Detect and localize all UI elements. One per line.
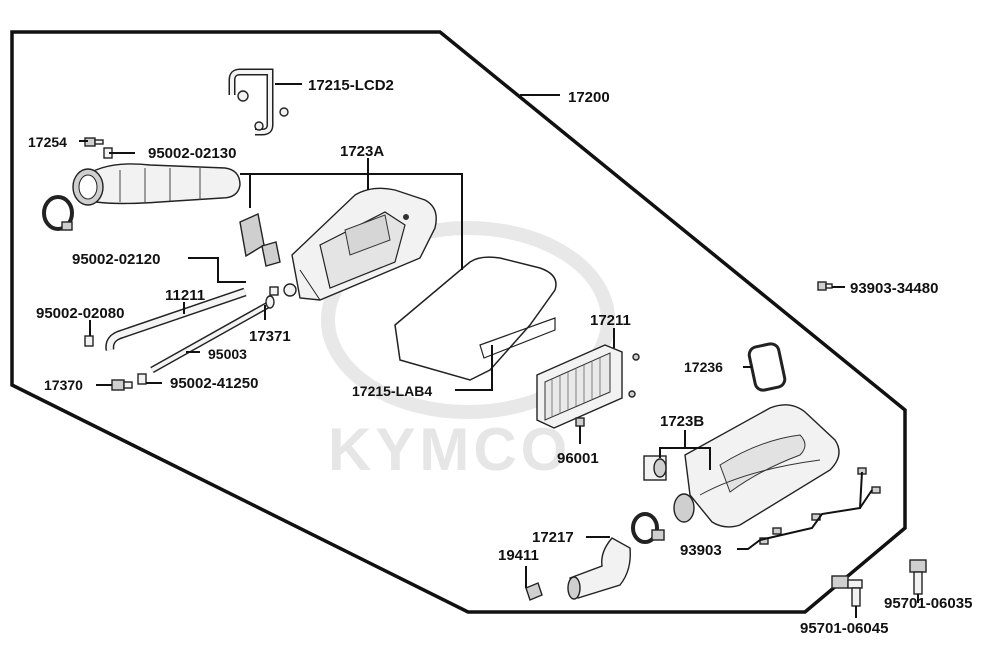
label-17200: 17200 (568, 89, 610, 106)
label-17254: 17254 (28, 134, 67, 150)
label-96001: 96001 (557, 450, 599, 467)
label-95701-06045: 95701-06045 (800, 620, 888, 637)
label-1723a: 1723A (340, 143, 384, 160)
label-93903-34480: 93903-34480 (850, 280, 938, 297)
label-11211: 11211 (165, 287, 205, 304)
label-93903: 93903 (680, 542, 722, 559)
part-labels: 17200 17215-LCD2 17254 95002-02130 1723A… (28, 77, 972, 637)
label-95003: 95003 (208, 346, 247, 362)
seal-piece-small-part (261, 241, 281, 267)
case-cover-1723b-part (673, 404, 840, 528)
label-19411: 19411 (498, 547, 539, 564)
seal-piece-part (239, 213, 265, 258)
leader-lines (79, 83, 919, 618)
intake-duct-part (72, 163, 241, 206)
label-17370: 17370 (44, 377, 83, 393)
label-95002-41250: 95002-41250 (170, 375, 258, 392)
elbow-hose-part (567, 537, 631, 600)
seal-ring-part (643, 455, 667, 481)
clip-17371-part (265, 295, 275, 309)
screw-34480-part (817, 281, 833, 291)
tube-95003-part (150, 301, 270, 374)
clip-02080-part (84, 335, 94, 347)
clip-19411-part (525, 582, 543, 601)
label-95002-02120: 95002-02120 (72, 251, 160, 268)
clip-41250-part (137, 373, 147, 385)
label-95002-02080: 95002-02080 (36, 305, 124, 322)
label-95002-02130: 95002-02130 (148, 145, 236, 162)
air-cleaner-case-1723a-part (283, 187, 437, 301)
bolt-06045-part (831, 575, 863, 607)
hose-clamp-part (42, 195, 74, 231)
assembly-boundary (10, 30, 907, 614)
clamp-17217-part (631, 512, 665, 544)
label-17236: 17236 (684, 359, 723, 375)
label-1723b: 1723B (660, 413, 704, 430)
label-17217: 17217 (532, 529, 574, 546)
breather-tube-part (228, 68, 289, 136)
screw-part (632, 353, 640, 361)
plug-17370-part (111, 379, 133, 391)
kymco-watermark: KYMCO (321, 221, 615, 483)
label-95701-06035: 95701-06035 (884, 595, 972, 612)
plug-part (269, 286, 279, 296)
gasket-17236-part (747, 342, 787, 392)
filter-element-part (394, 256, 557, 381)
filter-element-edge (479, 317, 556, 359)
bolt-06035-part (909, 559, 927, 595)
screw-96001-part (575, 417, 585, 427)
screw-part (628, 390, 636, 398)
label-17371: 17371 (249, 328, 291, 345)
filter-screen-part (536, 344, 623, 429)
watermark-text: KYMCO (328, 416, 571, 483)
label-17211: 17211 (590, 312, 631, 329)
label-17215-lcd2: 17215-LCD2 (308, 77, 394, 94)
drain-hose-part (105, 287, 247, 351)
label-17215-lab4: 17215-LAB4 (352, 383, 432, 399)
